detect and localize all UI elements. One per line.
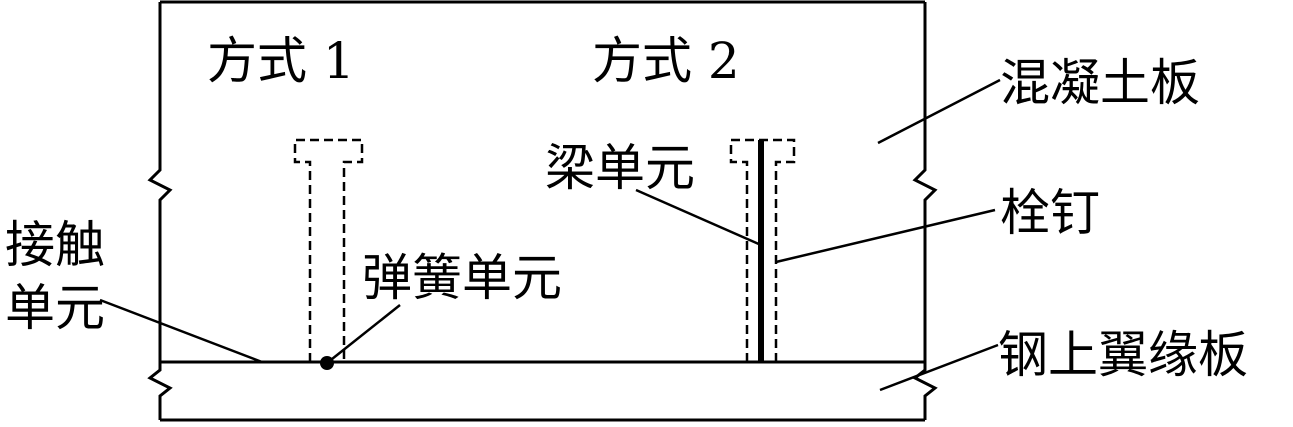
label-mode2: 方式 2 <box>592 32 740 90</box>
stud-mode2 <box>729 138 796 362</box>
leader-stud <box>775 208 996 264</box>
slab-left-edge <box>147 2 173 362</box>
label-contact-element-line2: 单元 <box>5 279 105 337</box>
slab-outline <box>147 0 938 422</box>
leader-steel-flange <box>879 343 999 392</box>
label-contact-element-line1: 接触 <box>5 216 105 274</box>
label-concrete-slab: 混凝土板 <box>1000 54 1200 112</box>
leader-beam-element <box>635 188 762 247</box>
leader-concrete-slab <box>877 78 1001 145</box>
slab-right-edge <box>912 2 938 362</box>
label-stud: 栓钉 <box>1000 184 1100 242</box>
label-mode1: 方式 1 <box>207 32 355 90</box>
label-spring-element: 弹簧单元 <box>362 249 562 307</box>
leader-spring-element <box>326 304 401 364</box>
label-beam-element: 梁单元 <box>545 139 695 197</box>
label-steel-top-flange: 钢上翼缘板 <box>998 326 1248 384</box>
flange-right-edge <box>912 362 938 420</box>
leader-lines <box>99 78 1001 392</box>
stud-mode1 <box>293 138 364 362</box>
flange-left-edge <box>147 362 173 420</box>
leader-contact-element <box>99 298 263 364</box>
